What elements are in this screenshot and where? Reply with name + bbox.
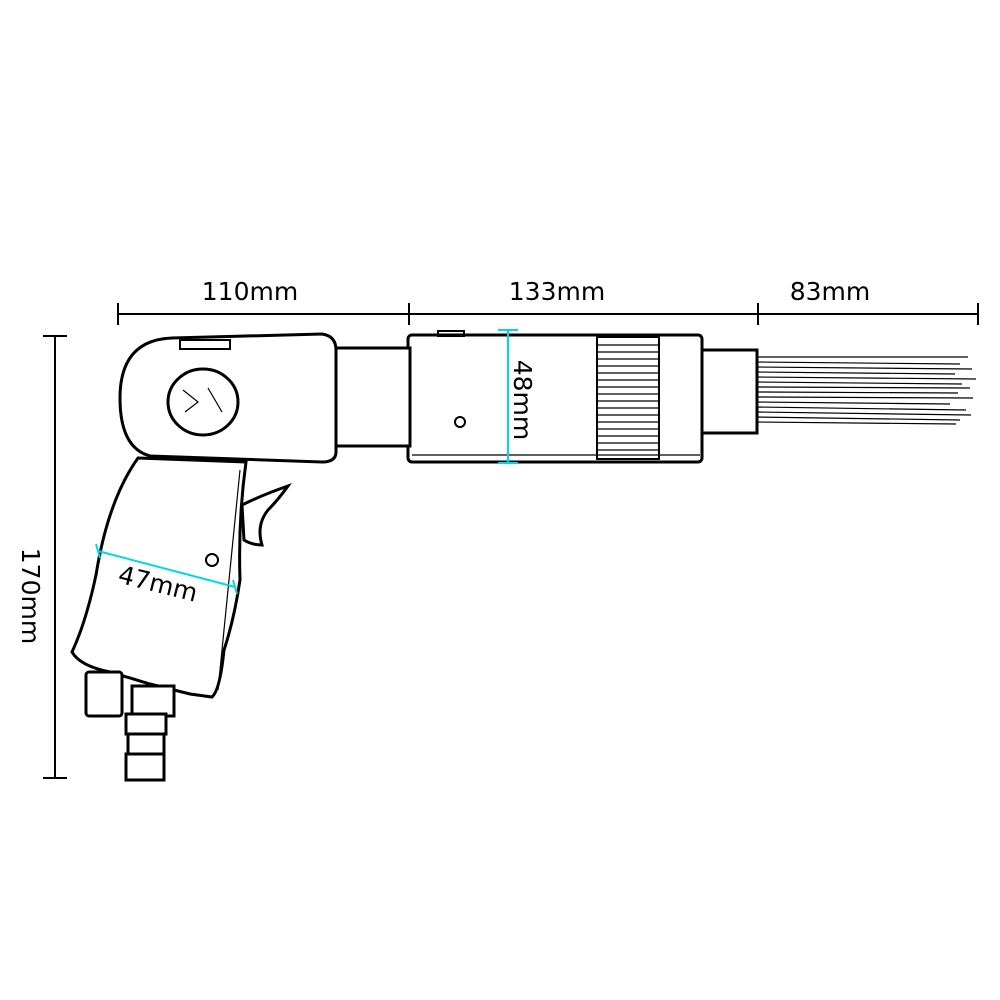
dimension-label-barrel-length: 133mm [509, 277, 605, 306]
grip-screw [205, 553, 219, 567]
head-port-detail [182, 387, 223, 413]
dimension-label-height: 170mm [16, 548, 45, 644]
exhaust-port [84, 670, 124, 718]
barrel-top-tab [437, 330, 465, 337]
head-port [166, 367, 240, 437]
needle-scaler-tool [70, 330, 977, 782]
head-top-tab [179, 339, 231, 350]
top-dimension-line [117, 303, 979, 325]
knurled-collar [596, 336, 660, 460]
barrel-diameter-measure [498, 329, 518, 464]
connector-sleeve [332, 346, 412, 448]
air-inlet-fitting [124, 684, 176, 782]
needle-retainer [698, 348, 759, 435]
grip-edge-line [217, 469, 241, 691]
barrel-screw [454, 416, 466, 428]
grip-width-measure [95, 543, 238, 595]
dimension-label-handle-length: 110mm [202, 277, 298, 306]
height-dimension-line [43, 335, 67, 779]
dimension-label-barrel-diameter: 48mm [508, 360, 537, 441]
dimension-label-needles-length: 83mm [790, 277, 871, 306]
needle-bundle [755, 356, 977, 425]
trigger-lever [240, 483, 292, 547]
